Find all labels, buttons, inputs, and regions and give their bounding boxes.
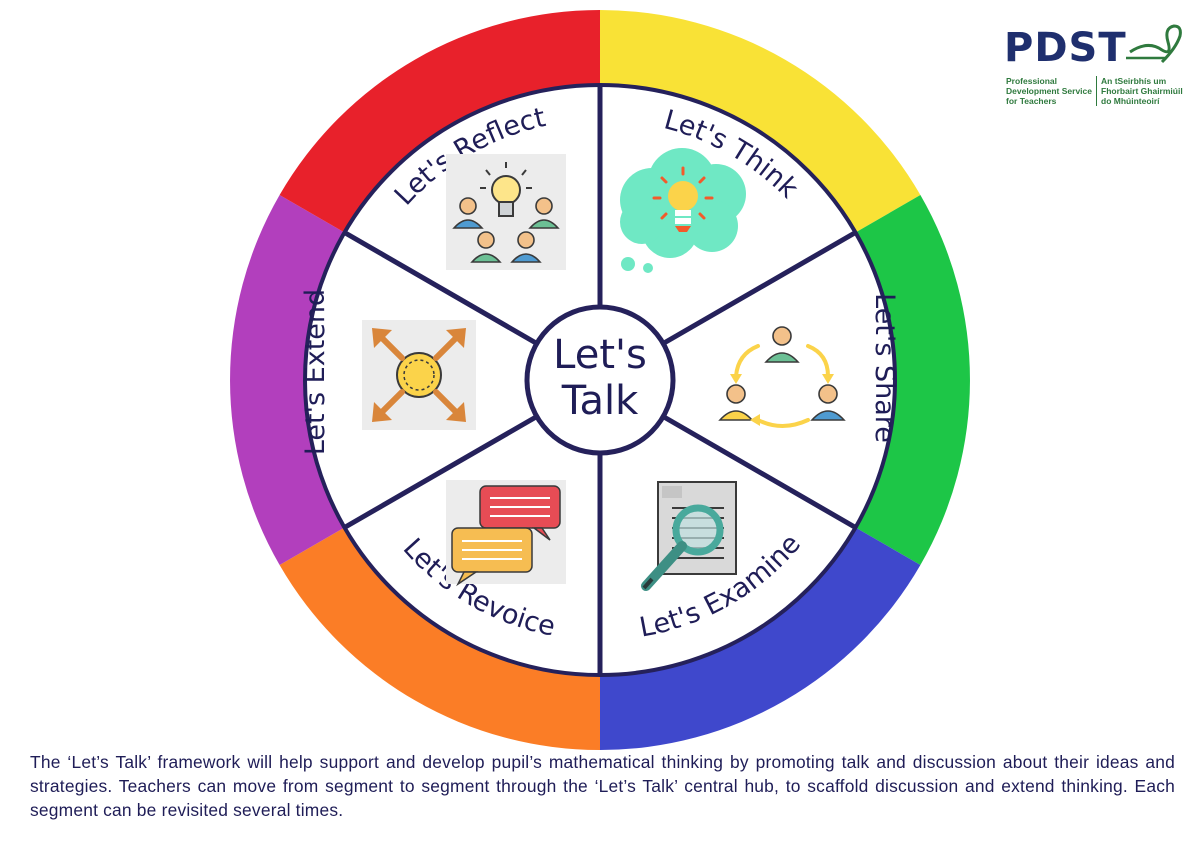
speech-bubbles-icon: [446, 480, 566, 587]
spoke: [343, 230, 537, 345]
spoke: [663, 230, 857, 345]
label-lets-extend: Let's Extend: [300, 289, 331, 455]
outer-ring: [230, 10, 970, 750]
magnifier-document-icon: [641, 481, 737, 591]
hub-text-line1: Let's: [553, 332, 647, 378]
expand-arrows-icon: [362, 320, 476, 430]
label-lets-share: Let's Share: [869, 293, 900, 443]
spoke: [663, 415, 857, 530]
ring-segment-share: [855, 195, 970, 565]
ring-segment-reflect: [279, 10, 600, 233]
logo-english-name: Professional Development Service for Tea…: [1006, 76, 1092, 106]
thought-bulb-icon: [620, 148, 746, 273]
reflect-group-icon: [446, 154, 566, 270]
logo-wordmark: PDST: [1004, 25, 1127, 71]
ring-segment-extend: [230, 195, 345, 565]
pdst-logo: PDST Professional Development Service fo…: [1000, 20, 1190, 106]
logo-irish-name: An tSeirbhís um Fhorbairt Ghairmiúil do …: [1096, 76, 1193, 106]
share-cycle-icon: [718, 326, 846, 428]
logo-swirl-icon: [1126, 24, 1182, 64]
spoke: [343, 415, 537, 530]
ring-segment-think: [600, 10, 921, 233]
ring-segment-revoice: [279, 527, 600, 750]
hub-text-line2: Talk: [561, 378, 639, 424]
ring-segment-examine: [600, 527, 921, 750]
hub-circle: [524, 304, 676, 456]
spokes: [343, 85, 857, 675]
framework-description: The ‘Let’s Talk’ framework will help sup…: [30, 752, 1175, 820]
